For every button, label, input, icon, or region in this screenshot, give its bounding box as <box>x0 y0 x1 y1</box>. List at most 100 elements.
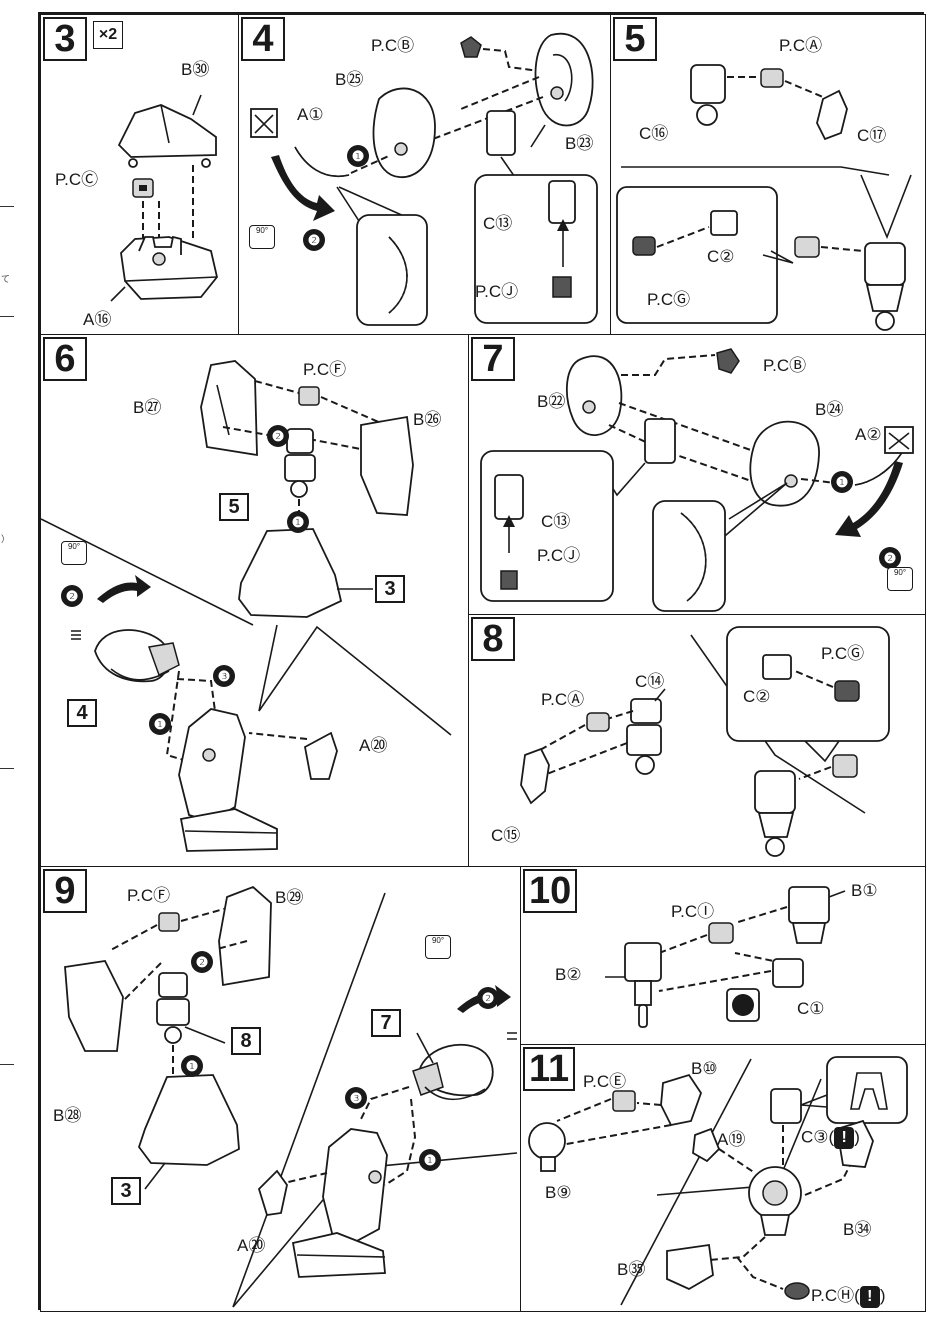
callout-zoom-c2 <box>616 186 794 324</box>
step-number: 6 <box>43 337 87 381</box>
part-b25-head <box>372 87 436 178</box>
margin-rule <box>0 206 14 207</box>
step-8-panel: 8 C⑭ P.CⒶ C⑮ P.CⒼ C② <box>468 614 926 868</box>
sequence-2: ❷ <box>879 547 901 569</box>
step-ref-3: 3 <box>111 1177 141 1205</box>
part-step5-shoulder <box>284 428 316 498</box>
step-5-panel: 5 P.CⒶ C⑯ C⑰ C② P.CⒼ <box>610 14 926 336</box>
label-c2: C② <box>743 687 771 706</box>
sequence-2: ❷ <box>477 987 499 1009</box>
sequence-1: ❶ <box>347 145 369 167</box>
label-pcb: P.CⒷ <box>371 36 415 55</box>
sequence-2: ❷ <box>191 951 213 973</box>
label-pca: P.CⒶ <box>541 690 585 709</box>
part-b24-head <box>749 420 820 507</box>
black-dot-icon <box>726 988 760 1022</box>
sequence-1: ❶ <box>287 511 309 533</box>
callout-zoom-tube <box>336 186 428 326</box>
part-b35-block <box>666 1243 714 1291</box>
leader-line <box>654 688 666 702</box>
margin-mark: て <box>1 274 11 284</box>
sequence-1: ❶ <box>831 471 853 493</box>
part-step7-head <box>412 1044 494 1100</box>
label-pch: P.CⒽ(!) <box>811 1281 885 1308</box>
part-a19-armor <box>692 1127 721 1163</box>
warning-icon: ! <box>859 1285 880 1308</box>
label-pcb: P.CⒷ <box>763 356 807 375</box>
part-torso-assembled <box>291 1128 388 1278</box>
step-10-illustration <box>605 886 846 1028</box>
step-3-panel: 3 ×2 B㉚ P.CⒸ A⑯ <box>40 14 240 336</box>
part-c16-shoulder <box>690 64 726 126</box>
callout-zoom-c13 <box>474 156 598 324</box>
part-pcb-cap <box>716 348 740 374</box>
part-b28-torso-half <box>64 960 124 1052</box>
step-number: 11 <box>523 1047 576 1091</box>
label-c17: C⑰ <box>857 126 887 145</box>
label-c15: C⑮ <box>491 826 521 845</box>
part-pci-cap <box>708 922 734 944</box>
margin-rule <box>0 1064 14 1065</box>
label-b28: B㉘ <box>53 1106 82 1125</box>
label-b35: B㉟ <box>617 1260 646 1279</box>
part-b23-ear-shell <box>534 32 594 127</box>
label-b9: B⑨ <box>545 1183 572 1202</box>
leader-line <box>416 1032 434 1064</box>
label-b34: B㉞ <box>843 1220 872 1239</box>
label-pcj: P.CⒿ <box>475 282 519 301</box>
label-b29: B㉙ <box>275 888 304 907</box>
step-ref-8: 8 <box>231 1027 261 1055</box>
part-step8-shoulder <box>156 972 190 1044</box>
part-c15-joint <box>520 747 550 805</box>
step-number: 8 <box>471 617 515 661</box>
step-10-panel: 10 P.CⒾ B① B② C① <box>520 866 926 1046</box>
part-c17-joint <box>816 89 848 141</box>
rotate-90-icon: 90° <box>61 541 87 565</box>
label-pcc: P.CⒸ <box>55 170 99 189</box>
sequence-3: ❸ <box>345 1087 367 1109</box>
label-pcg: P.CⒼ <box>821 644 865 663</box>
callout-zoom-c13 <box>480 450 646 602</box>
part-torso-assembled <box>178 708 278 852</box>
part-b29-torso-half <box>218 885 272 987</box>
sequence-2: ❷ <box>61 585 83 607</box>
step-6-illustration <box>41 360 452 852</box>
part-assembled-waist <box>748 1166 802 1236</box>
part-pca-cap <box>760 68 784 88</box>
adjacent-page-edge: て ） <box>0 0 20 1324</box>
step-9-illustration <box>64 885 518 1308</box>
leader-line <box>144 1162 166 1190</box>
step-7-illustration <box>480 348 914 612</box>
step-11-panel: 11 <box>520 1044 926 1312</box>
part-b30-shoe <box>117 104 217 168</box>
step-ref-3: 3 <box>375 575 405 603</box>
step-number: 5 <box>613 17 657 61</box>
warning-icon: ! <box>834 1127 855 1149</box>
step-9-panel: 9 <box>40 866 522 1312</box>
part-b10-cover <box>660 1073 702 1127</box>
part-b27-torso-half <box>200 360 258 457</box>
part-c14-shoulder <box>626 698 662 775</box>
label-c2: C② <box>707 247 735 266</box>
part-pcc-cap <box>132 178 154 198</box>
leader-line <box>530 124 546 148</box>
label-pcf: P.CⒻ <box>303 360 347 379</box>
part-step4-head <box>94 629 180 683</box>
label-b24: B㉔ <box>815 400 844 419</box>
instruction-sheet: 3 ×2 B㉚ P.CⒸ A⑯ 4 <box>38 12 926 1312</box>
step-number: 3 <box>43 17 87 61</box>
callout-zoom-tube <box>652 482 788 612</box>
step-8-illustration <box>520 626 890 857</box>
part-b1-bracket <box>788 886 830 944</box>
label-pcf: P.CⒻ <box>127 886 171 905</box>
label-a16: A⑯ <box>83 310 112 329</box>
part-c13-block <box>486 110 516 156</box>
label-b30: B㉚ <box>181 60 210 79</box>
callout-zoom-c3 <box>800 1056 908 1124</box>
step-number: 10 <box>523 869 578 913</box>
part-c3-clip <box>770 1088 802 1124</box>
label-c3-text: C③( <box>801 1127 835 1147</box>
quantity-multiplier: ×2 <box>93 21 123 49</box>
label-b22: B㉒ <box>537 392 566 411</box>
label-b27: B㉗ <box>133 398 162 417</box>
